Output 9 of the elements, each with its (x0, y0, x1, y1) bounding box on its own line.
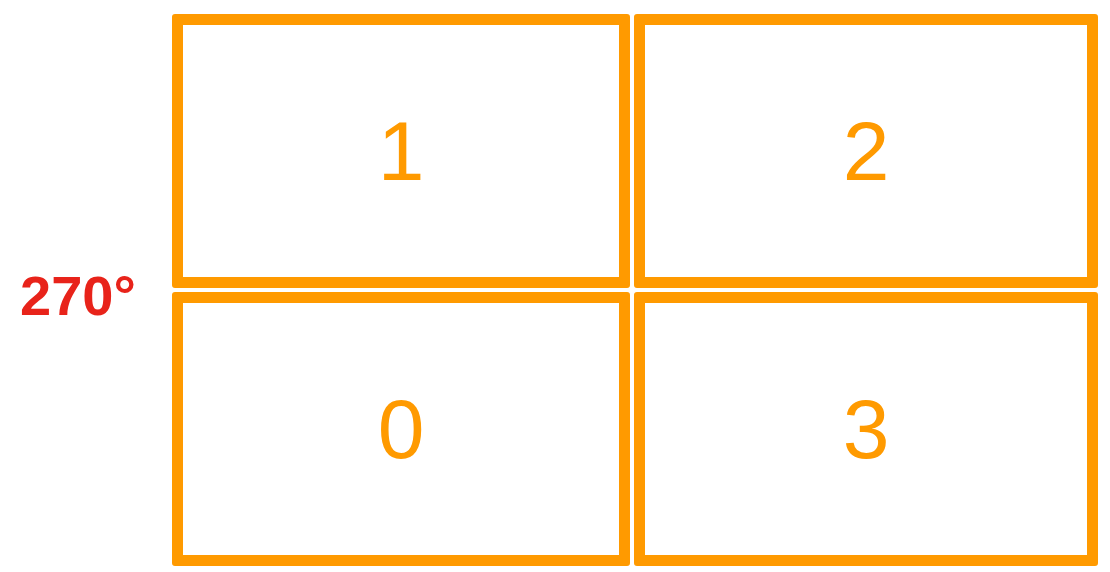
cell-number: 3 (842, 387, 890, 471)
cell-number: 1 (377, 109, 425, 193)
grid-cell-box (634, 292, 1098, 566)
cell-number: 0 (377, 387, 425, 471)
grid-cell-box (634, 14, 1098, 288)
rotation-angle-label: 270° (20, 268, 136, 324)
grid-cell-box (172, 14, 630, 288)
grid-cell-box (172, 292, 630, 566)
cell-number: 2 (842, 109, 890, 193)
